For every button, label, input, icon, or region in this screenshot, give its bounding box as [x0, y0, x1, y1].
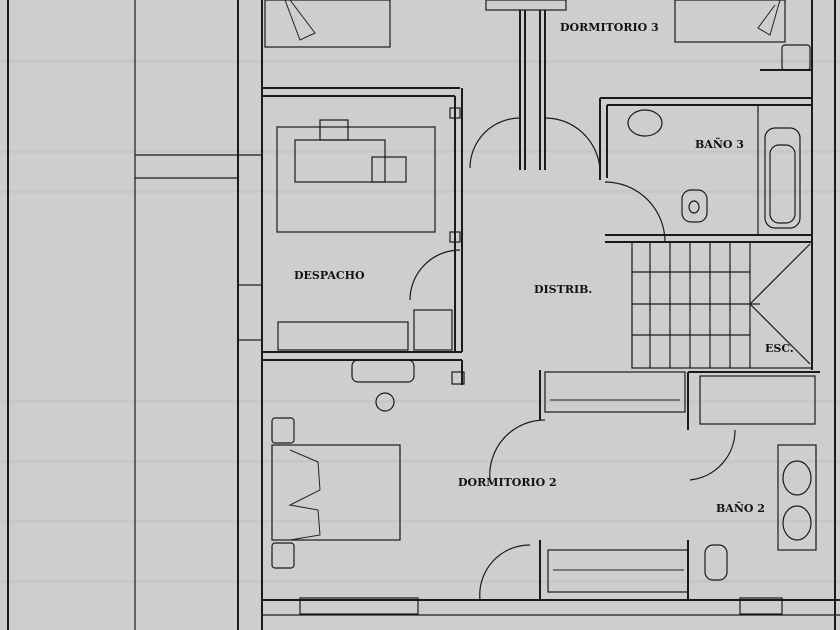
- room-label-bano-2: BAÑO 2: [716, 501, 765, 515]
- room-despacho: DESPACHO: [262, 88, 463, 361]
- room-label-distrib: DISTRIB.: [534, 283, 592, 296]
- doors-distributor: [409, 117, 736, 601]
- staircase: ESC.: [631, 241, 813, 369]
- room-label-esc: ESC.: [765, 342, 794, 355]
- paper-bleed-texture: [0, 60, 840, 583]
- room-dormitorio-3: DORMITORIO 3: [262, 0, 812, 170]
- room-label-dormitorio-2: DORMITORIO 2: [458, 476, 557, 489]
- wardrobes: [544, 371, 689, 593]
- room-label-dormitorio-3: DORMITORIO 3: [560, 21, 659, 34]
- room-dormitorio-2: DORMITORIO 2: [271, 359, 557, 600]
- room-label-bano-3: BAÑO 3: [695, 137, 744, 151]
- exterior-walls: [7, 0, 840, 630]
- room-label-despacho: DESPACHO: [294, 269, 365, 282]
- room-bano-2: BAÑO 2: [687, 371, 820, 600]
- room-bano-3: BAÑO 3: [599, 98, 812, 243]
